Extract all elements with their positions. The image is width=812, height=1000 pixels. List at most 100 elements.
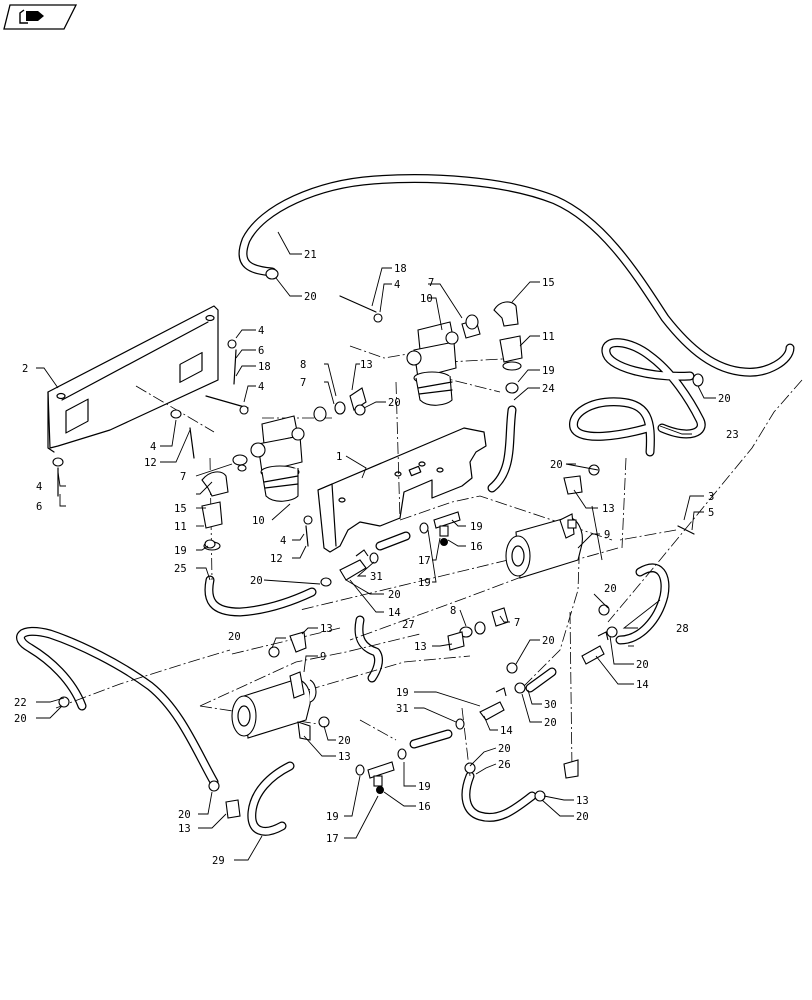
- hose-26: [461, 771, 537, 822]
- callout-20: 20: [14, 713, 27, 725]
- callout-19: 19: [418, 781, 431, 793]
- callout-1: 1: [336, 451, 342, 463]
- callout-4: 4: [280, 535, 286, 547]
- callout-5: 5: [708, 507, 714, 519]
- callout-17: 17: [326, 833, 339, 845]
- callout-6: 6: [258, 345, 264, 357]
- callout-2: 2: [22, 363, 28, 375]
- callout-20: 20: [636, 659, 649, 671]
- callout-13: 13: [320, 623, 333, 635]
- callout-20: 20: [178, 809, 191, 821]
- callout-19: 19: [326, 811, 339, 823]
- callout-13: 13: [576, 795, 589, 807]
- callout-8: 8: [300, 359, 306, 371]
- callout-11: 11: [174, 521, 187, 533]
- elbow-fitting-lower: [201, 454, 248, 551]
- callout-7: 7: [180, 471, 186, 483]
- callout-13: 13: [360, 359, 373, 371]
- callout-26: 26: [498, 759, 511, 771]
- y-fittings: [339, 549, 609, 721]
- hose-23: [569, 338, 706, 457]
- callout-19: 19: [174, 545, 187, 557]
- hose-29: [247, 761, 295, 836]
- hose-25: [204, 575, 317, 617]
- callout-8: 8: [450, 605, 456, 617]
- hose-22: [16, 626, 219, 787]
- callout-17: 17: [418, 555, 431, 567]
- callout-15: 15: [174, 503, 187, 515]
- callout-20: 20: [228, 631, 241, 643]
- callout-31: 31: [370, 571, 383, 583]
- callout-20: 20: [250, 575, 263, 587]
- callout-12: 12: [144, 457, 157, 469]
- callout-3: 3: [708, 491, 714, 503]
- clamps: [58, 268, 704, 802]
- callout-13: 13: [178, 823, 191, 835]
- callout-20: 20: [304, 291, 317, 303]
- callout-19: 19: [418, 577, 431, 589]
- callout-12: 12: [270, 553, 283, 565]
- callout-20: 20: [544, 717, 557, 729]
- callout-9: 9: [320, 651, 326, 663]
- fasteners: [52, 295, 695, 547]
- callout-4: 4: [258, 381, 264, 393]
- callout-20: 20: [604, 583, 617, 595]
- callout-20: 20: [498, 743, 511, 755]
- callout-9: 9: [604, 529, 610, 541]
- callout-4: 4: [150, 441, 156, 453]
- pump-lower: [231, 671, 317, 739]
- callout-4: 4: [394, 279, 400, 291]
- callout-31: 31: [396, 703, 409, 715]
- callout-29: 29: [212, 855, 225, 867]
- callout-7: 7: [300, 377, 306, 389]
- hoses: [16, 174, 795, 836]
- callout-20: 20: [338, 735, 351, 747]
- callout-10: 10: [252, 515, 265, 527]
- callout-10: 10: [420, 293, 433, 305]
- callout-18: 18: [258, 361, 271, 373]
- callout-13: 13: [414, 641, 427, 653]
- mounting-plate: [47, 305, 219, 453]
- book-arrow-icon[interactable]: [3, 4, 78, 30]
- filter-lower: [250, 415, 305, 502]
- callout-27: 27: [402, 619, 415, 631]
- hose-24: [487, 405, 517, 493]
- callout-18: 18: [394, 263, 407, 275]
- callout-20: 20: [388, 589, 401, 601]
- callout-13: 13: [602, 503, 615, 515]
- callout-6: 6: [36, 501, 42, 513]
- tees: [367, 511, 461, 794]
- callout-16: 16: [470, 541, 483, 553]
- elbows-13: [225, 475, 583, 819]
- nipples: [313, 314, 509, 638]
- callout-23: 23: [726, 429, 739, 441]
- callout-20: 20: [542, 635, 555, 647]
- callout-22: 22: [14, 697, 27, 709]
- callout-20: 20: [388, 397, 401, 409]
- hose-27: [354, 615, 383, 683]
- pump-upper: [505, 513, 583, 579]
- callout-20: 20: [576, 811, 589, 823]
- callout-24: 24: [542, 383, 555, 395]
- callout-15: 15: [542, 277, 555, 289]
- hose-28: [615, 563, 670, 645]
- callout-4: 4: [36, 481, 42, 493]
- callout-16: 16: [418, 801, 431, 813]
- callout-14: 14: [636, 679, 649, 691]
- hose-21: [238, 174, 795, 377]
- callout-13: 13: [338, 751, 351, 763]
- filter-upper: [406, 321, 459, 406]
- mounting-bracket: [317, 427, 487, 553]
- callout-19: 19: [470, 521, 483, 533]
- callout-4: 4: [258, 325, 264, 337]
- callout-19: 19: [542, 365, 555, 377]
- callout-7: 7: [428, 277, 434, 289]
- callout-25: 25: [174, 563, 187, 575]
- callout-14: 14: [500, 725, 513, 737]
- callout-20: 20: [550, 459, 563, 471]
- callout-20: 20: [718, 393, 731, 405]
- callout-14: 14: [388, 607, 401, 619]
- callout-19: 19: [396, 687, 409, 699]
- leader-lines: [36, 231, 716, 861]
